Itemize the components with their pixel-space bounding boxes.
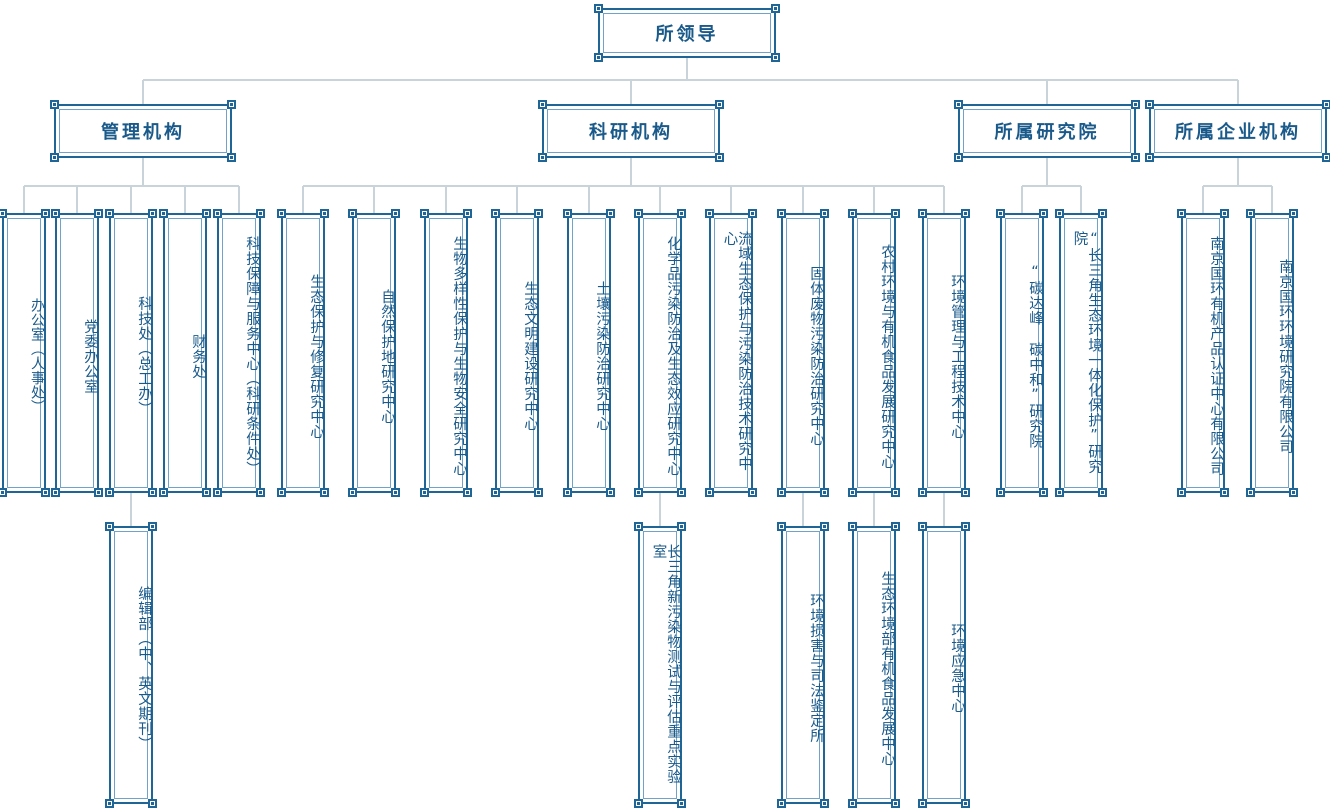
- research-unit-2: 生物多样性保护与生物安全研究中心: [420, 209, 472, 497]
- research-unit-4: 土壤污染防治研究中心: [563, 209, 615, 497]
- level1-enterprise-label: 所属企业机构: [1175, 122, 1301, 143]
- enterprise-unit-1: 南京国环环境研究院有限公司: [1246, 209, 1298, 497]
- level1-research-box: 科研机构: [538, 100, 724, 162]
- mgmt-unit-0-label: 办公室（人事处）: [29, 298, 45, 414]
- institute-unit-1-label: “长三角生态环境一体化保护”研究院: [1071, 231, 1103, 474]
- enterprise-unit-0-label: 南京国环有机产品认证中心有限公司: [1208, 236, 1224, 476]
- level1-research-label: 科研机构: [589, 122, 673, 143]
- research-unit-9: 环境管理与工程技术中心: [918, 209, 970, 497]
- research-unit-8-label: 农村环境与有机食品发展研究中心: [879, 243, 895, 469]
- mgmt-sub-0-label: 编辑部（中、英文期刊）: [136, 585, 152, 751]
- research-unit-5-label: 化学品污染防治及生态效应研究中心: [665, 236, 681, 476]
- mgmt-unit-4: 科技保障与服务中心（科研条件处）: [213, 209, 265, 497]
- mgmt-unit-3: 财务处: [159, 209, 211, 497]
- mgmt-unit-0: 办公室（人事处）: [0, 209, 50, 497]
- research-unit-0-label: 生态保护与修复研究中心: [308, 273, 324, 439]
- root-label: 所领导: [655, 24, 719, 45]
- research-unit-4-label: 土壤污染防治研究中心: [594, 281, 610, 431]
- level1-institutes-label: 所属研究院: [994, 122, 1100, 143]
- mgmt-unit-4-label: 科技保障与服务中心（科研条件处）: [244, 236, 260, 476]
- research-unit-2-label: 生物多样性保护与生物安全研究中心: [451, 236, 467, 476]
- institute-unit-1: “长三角生态环境一体化保护”研究院: [1055, 209, 1107, 497]
- mgmt-unit-3-label: 财务处: [190, 333, 206, 379]
- mgmt-unit-1-label: 党委办公室: [82, 318, 98, 394]
- mgmt-unit-2-label: 科技处（总工办）: [136, 296, 152, 416]
- institute-unit-0-label: “碳达峰 碳中和”研究院: [1027, 263, 1043, 449]
- level1-enterprise-box: 所属企业机构: [1145, 100, 1330, 162]
- institute-unit-0: “碳达峰 碳中和”研究院: [996, 209, 1048, 497]
- research-sub-0: 长三角新污染物测试与评估重点实验室: [634, 522, 686, 808]
- enterprise-unit-0: 南京国环有机产品认证中心有限公司: [1177, 209, 1229, 497]
- research-unit-7: 固体废物污染防治研究中心: [777, 209, 829, 497]
- level1-mgmt-box: 管理机构: [50, 100, 236, 162]
- level1-institutes-box: 所属研究院: [954, 100, 1140, 162]
- research-unit-7-label: 固体废物污染防治研究中心: [808, 266, 824, 446]
- research-unit-3: 生态文明建设研究中心: [491, 209, 543, 497]
- research-unit-3-label: 生态文明建设研究中心: [522, 281, 538, 431]
- research-unit-6-label: 流域生态保护与污染防治技术研究中心: [721, 231, 753, 471]
- research-unit-5: 化学品污染防治及生态效应研究中心: [634, 209, 686, 497]
- research-unit-8: 农村环境与有机食品发展研究中心: [848, 209, 900, 497]
- level1-mgmt-label: 管理机构: [101, 122, 185, 143]
- research-sub-2-label: 生态环境部有机食品发展中心: [879, 570, 895, 766]
- research-unit-9-label: 环境管理与工程技术中心: [949, 273, 965, 439]
- research-sub-2: 生态环境部有机食品发展中心: [848, 522, 900, 808]
- research-sub-3: 环境应急中心: [918, 522, 970, 808]
- research-unit-0: 生态保护与修复研究中心: [277, 209, 329, 497]
- mgmt-unit-1: 党委办公室: [51, 209, 103, 497]
- research-sub-0-label: 长三角新污染物测试与评估重点实验室: [650, 544, 682, 784]
- research-sub-1: 环境损害与司法鉴定所: [777, 522, 829, 808]
- research-sub-3-label: 环境应急中心: [949, 623, 965, 713]
- enterprise-unit-1-label: 南京国环环境研究院有限公司: [1277, 258, 1293, 454]
- mgmt-sub-0: 编辑部（中、英文期刊）: [105, 522, 157, 808]
- research-sub-1-label: 环境损害与司法鉴定所: [808, 593, 824, 743]
- research-unit-1-label: 自然保护地研究中心: [379, 288, 395, 424]
- root-box: 所领导: [594, 4, 780, 62]
- research-unit-6: 流域生态保护与污染防治技术研究中心: [705, 209, 757, 497]
- research-unit-1: 自然保护地研究中心: [348, 209, 400, 497]
- mgmt-unit-2: 科技处（总工办）: [105, 209, 157, 497]
